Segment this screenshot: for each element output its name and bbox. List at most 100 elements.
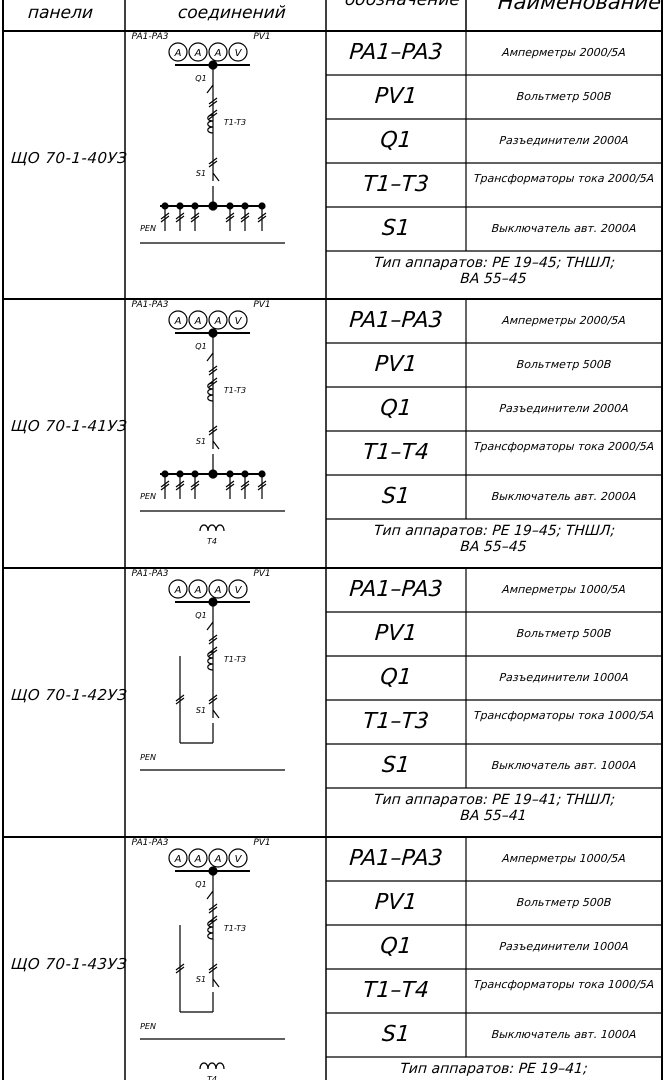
current-transformer-coil <box>207 114 214 134</box>
device-code: Q1 <box>379 128 413 153</box>
feeder-breaker <box>190 212 200 223</box>
meter-symbol: A <box>214 48 222 59</box>
device-description: Разъединители 1000А <box>498 940 630 953</box>
device-description: Вольтметр 500В <box>516 627 612 640</box>
meter-circle <box>208 579 228 599</box>
pen-transformer-coil <box>199 524 225 532</box>
meter-circle <box>208 310 228 330</box>
pen-label: PEN <box>140 1022 156 1031</box>
meter-circle <box>168 42 188 62</box>
meter-circle <box>228 42 248 62</box>
disconnector-symbol <box>206 621 214 631</box>
meter-circle <box>168 310 188 330</box>
device-description: Разъединители 2000А <box>498 402 630 415</box>
pen-label: PEN <box>140 753 156 762</box>
feeder-breaker <box>225 480 235 491</box>
current-transformer-label: T1-T3 <box>224 118 246 127</box>
meter-circle <box>208 848 228 868</box>
header-panel-label: панели <box>27 3 94 23</box>
meter-circle <box>188 42 208 62</box>
meter-circle <box>168 848 188 868</box>
panel-name: ЩО 70-1-43УЗ <box>10 955 128 973</box>
disconnector-symbol <box>206 890 214 900</box>
breaker-tick <box>208 963 218 974</box>
feeder-breaker <box>175 480 185 491</box>
apparatus-type-note: Тип аппаратов: РЕ 19–41; ТНШЛ; ВА 55–41 <box>373 792 616 824</box>
device-description: Разъединители 1000А <box>498 671 630 684</box>
header-connection-label: соединений <box>177 3 287 23</box>
device-code: T1–T4 <box>362 978 430 1003</box>
meter-symbol: V <box>235 48 243 59</box>
pen-transformer-coil <box>199 1062 225 1070</box>
device-code: Q1 <box>379 934 413 959</box>
pen-label: PEN <box>140 224 156 233</box>
feeder-breaker <box>175 212 185 223</box>
meter-circle <box>188 848 208 868</box>
device-description: Трансформаторы тока 1000/5А <box>473 978 655 991</box>
device-code: S1 <box>381 484 411 509</box>
meter-label: PA1-PA3 <box>132 838 169 848</box>
disconnector-symbol <box>206 352 214 362</box>
voltmeter-label: PV1 <box>253 569 270 579</box>
current-transformer-coil <box>207 651 214 671</box>
device-code: PA1–PA3 <box>348 577 444 602</box>
device-description: Амперметры 2000/5А <box>501 314 627 327</box>
device-description: Вольтметр 500В <box>516 358 612 371</box>
device-code: S1 <box>381 753 411 778</box>
switch-label: S1 <box>196 437 206 446</box>
current-transformer-coil <box>207 382 214 402</box>
device-code: PV1 <box>373 84 419 109</box>
switch-symbol <box>212 709 220 719</box>
feeder-breaker <box>225 212 235 223</box>
meter-circle <box>228 848 248 868</box>
disconnector-label: Q1 <box>195 880 206 889</box>
voltmeter-label: PV1 <box>253 838 270 848</box>
device-description: Вольтметр 500В <box>516 90 612 103</box>
disconnector-symbol <box>206 84 214 94</box>
meter-symbol: A <box>214 585 222 596</box>
disconnector-label: Q1 <box>195 342 206 351</box>
device-description: Трансформаторы тока 2000/5А <box>473 172 655 185</box>
header-name-label: Наименование <box>497 0 663 14</box>
voltmeter-label: PV1 <box>253 300 270 310</box>
feeder-breaker <box>160 212 170 223</box>
device-code: S1 <box>381 1022 411 1047</box>
switch-symbol <box>212 440 220 450</box>
device-code: T1–T4 <box>362 440 430 465</box>
apparatus-type-note: Тип аппаратов: РЕ 19–41; <box>399 1061 589 1077</box>
device-description: Разъединители 2000А <box>498 134 630 147</box>
device-description: Трансформаторы тока 1000/5А <box>473 709 655 722</box>
switch-label: S1 <box>196 169 206 178</box>
disconnector-label: Q1 <box>195 611 206 620</box>
device-code: PV1 <box>373 890 419 915</box>
apparatus-type-note: Тип аппаратов: РЕ 19–45; ТНШЛ; ВА 55–45 <box>373 255 616 287</box>
meter-symbol: A <box>214 854 222 865</box>
device-description: Амперметры 1000/5А <box>501 583 627 596</box>
breaker-tick <box>208 694 218 705</box>
switch-symbol <box>212 172 220 182</box>
bypass-breaker <box>175 963 185 974</box>
pen-transformer-label: T4 <box>207 537 217 546</box>
panel-name: ЩО 70-1-41УЗ <box>10 417 128 435</box>
feeder-breaker <box>257 480 267 491</box>
meter-circle <box>228 310 248 330</box>
meter-symbol: A <box>194 48 202 59</box>
bypass-breaker <box>175 694 185 705</box>
switch-symbol <box>212 978 220 988</box>
meter-symbol: A <box>174 854 182 865</box>
device-description: Выключатель авт. 1000А <box>491 759 637 772</box>
apparatus-type-note: Тип аппаратов: РЕ 19–45; ТНШЛ; ВА 55–45 <box>373 523 616 555</box>
panel-name: ЩО 70-1-40УЗ <box>10 149 128 167</box>
device-code: Q1 <box>379 396 413 421</box>
header-designation-label: обозначение <box>344 0 461 10</box>
feeder-breaker <box>160 480 170 491</box>
meter-circle <box>188 310 208 330</box>
meter-symbol: V <box>235 585 243 596</box>
feeder-breaker <box>240 212 250 223</box>
switch-label: S1 <box>196 975 206 984</box>
meter-symbol: A <box>174 316 182 327</box>
meter-symbol: V <box>235 316 243 327</box>
current-transformer-label: T1-T3 <box>224 924 246 933</box>
breaker-tick <box>208 425 218 436</box>
device-code: T1–T3 <box>362 172 430 197</box>
